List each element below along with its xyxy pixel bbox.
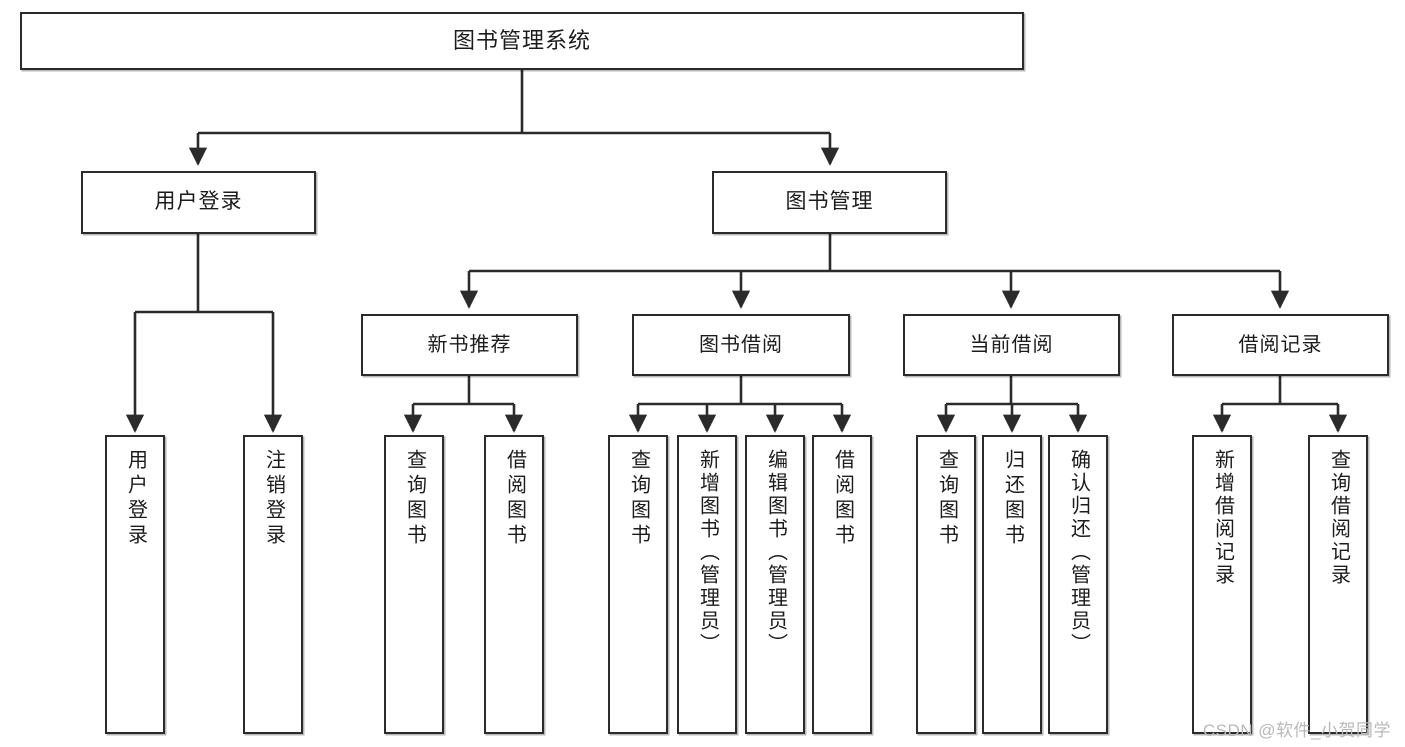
node-label: 编辑图书（管理员）: [764, 449, 787, 656]
node-label: 图书管理系统: [452, 28, 591, 54]
node-leaf-edit-book-admin[interactable]: 编辑图书（管理员）: [745, 435, 805, 734]
node-root-system[interactable]: 图书管理系统: [20, 12, 1024, 70]
node-label: 查询借阅记录: [1327, 449, 1350, 587]
node-label: 查询图书: [935, 449, 958, 549]
node-label: 确认归还（管理员）: [1067, 449, 1090, 656]
node-new-book-recommend[interactable]: 新书推荐: [361, 314, 578, 376]
node-label: 归还图书: [1001, 449, 1024, 549]
node-leaf-query-borrow-record[interactable]: 查询借阅记录: [1308, 435, 1368, 734]
node-user-login[interactable]: 用户登录: [81, 171, 316, 234]
node-current-borrow[interactable]: 当前借阅: [903, 314, 1120, 376]
node-label: 新增借阅记录: [1211, 449, 1234, 587]
node-label: 借阅图书: [503, 449, 526, 549]
node-book-borrow[interactable]: 图书借阅: [632, 314, 850, 376]
node-book-management[interactable]: 图书管理: [712, 171, 947, 234]
node-label: 当前借阅: [969, 333, 1054, 356]
node-leaf-user-login[interactable]: 用户登录: [105, 435, 165, 734]
node-leaf-query-book-bb[interactable]: 查询图书: [608, 435, 668, 734]
node-leaf-add-borrow-record[interactable]: 新增借阅记录: [1192, 435, 1252, 734]
node-label: 用户登录: [124, 449, 147, 549]
node-leaf-query-book-cb[interactable]: 查询图书: [916, 435, 976, 734]
node-leaf-confirm-return-admin[interactable]: 确认归还（管理员）: [1048, 435, 1108, 734]
node-leaf-logout[interactable]: 注销登录: [243, 435, 303, 734]
node-leaf-query-book-nb[interactable]: 查询图书: [384, 435, 444, 734]
node-label: 新增图书（管理员）: [696, 449, 719, 656]
node-label: 新书推荐: [427, 333, 512, 356]
node-label: 用户登录: [154, 190, 243, 214]
node-label: 图书管理: [785, 190, 874, 214]
node-label: 查询图书: [403, 449, 426, 549]
node-leaf-borrow-book-nb[interactable]: 借阅图书: [484, 435, 544, 734]
node-borrow-record[interactable]: 借阅记录: [1172, 314, 1389, 376]
node-leaf-return-book[interactable]: 归还图书: [982, 435, 1042, 734]
node-label: 借阅图书: [831, 449, 854, 549]
node-leaf-add-book-admin[interactable]: 新增图书（管理员）: [677, 435, 737, 734]
node-label: 图书借阅: [699, 333, 783, 356]
node-label: 借阅记录: [1238, 333, 1323, 356]
watermark-label: CSDN @软件_小贺同学: [1202, 721, 1391, 740]
node-label: 查询图书: [627, 449, 650, 549]
node-leaf-borrow-book-bb[interactable]: 借阅图书: [812, 435, 872, 734]
node-label: 注销登录: [262, 449, 285, 549]
